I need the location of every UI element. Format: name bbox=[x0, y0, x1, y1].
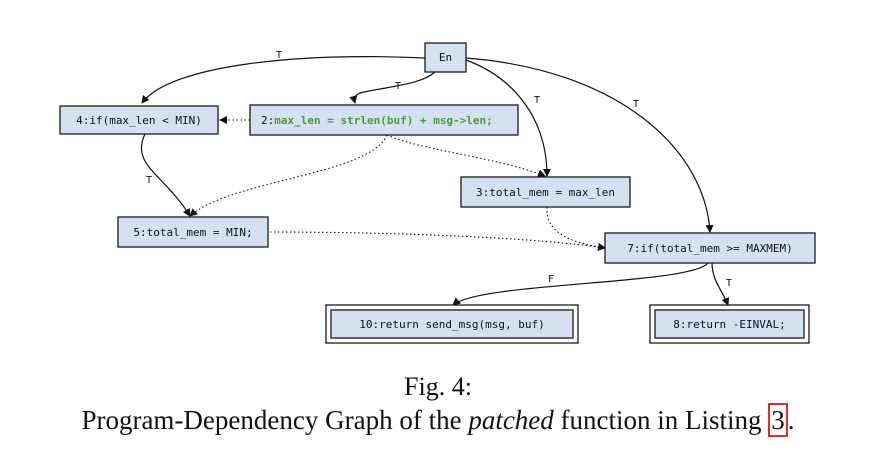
dataedge-3-to-7 bbox=[546, 206, 606, 251]
node-7-label: 7:if(total_mem >= MAXMEM) bbox=[627, 242, 793, 255]
node-2-label: 2:max_len = strlen(buf) + msg->len; bbox=[261, 114, 493, 127]
caption-text-before: Program-Dependency Graph of the bbox=[81, 405, 469, 435]
node-8-label: 8:return -EINVAL; bbox=[673, 318, 786, 331]
node-10: 10:return send_msg(msg, buf) bbox=[325, 304, 579, 344]
caption-text-after: function in Listing bbox=[553, 405, 769, 435]
node-7: 7:if(total_mem >= MAXMEM) bbox=[604, 232, 816, 264]
node-2: 2:max_len = strlen(buf) + msg->len; bbox=[249, 104, 519, 136]
dataedge-2-to-3 bbox=[386, 134, 546, 178]
edge-4-to-5 bbox=[140, 133, 191, 217]
dataedge-2-to-5 bbox=[189, 134, 388, 217]
node-8: 8:return -EINVAL; bbox=[649, 304, 810, 344]
node-10-label: 10:return send_msg(msg, buf) bbox=[359, 318, 544, 331]
node-2-code: max_len = strlen(buf) + msg->len; bbox=[274, 114, 493, 127]
node-5: 5:total_mem = MIN; bbox=[117, 216, 269, 248]
listing-reference-link[interactable]: 3 bbox=[768, 403, 788, 437]
node-entry-label: En bbox=[439, 51, 452, 64]
edge-en-to-7 bbox=[465, 57, 714, 233]
program-dependency-graph: T T T T T F T En 4:if(max_len < MIN) 2:m… bbox=[59, 42, 816, 344]
caption-end: . bbox=[787, 405, 795, 435]
edge-label-en-to-3: T bbox=[534, 95, 540, 106]
node-5-label: 5:total_mem = MIN; bbox=[133, 226, 252, 239]
edge-label-en-to-2: T bbox=[395, 81, 401, 92]
node-4-label: 4:if(max_len < MIN) bbox=[76, 114, 202, 127]
edge-en-to-3 bbox=[465, 59, 551, 177]
node-2-number: 2: bbox=[261, 114, 274, 127]
figure-label: Fig. 4: bbox=[404, 372, 472, 401]
edge-label-7-to-10: F bbox=[548, 274, 554, 285]
edge-label-7-to-8: T bbox=[726, 278, 732, 289]
edge-label-en-to-4: T bbox=[276, 50, 282, 61]
figure-caption: Program-Dependency Graph of the patched … bbox=[0, 403, 876, 437]
node-3: 3:total_mem = max_len bbox=[460, 176, 631, 208]
edge-en-to-2 bbox=[349, 71, 436, 104]
edge-7-to-10 bbox=[452, 262, 709, 306]
edge-en-to-4 bbox=[141, 56, 426, 104]
node-entry: En bbox=[424, 42, 467, 73]
node-3-label: 3:total_mem = max_len bbox=[476, 186, 615, 199]
edge-7-to-8 bbox=[711, 262, 730, 306]
dataedge-5-to-7 bbox=[269, 231, 606, 251]
edge-label-4-to-5: T bbox=[146, 175, 152, 186]
edge-label-en-to-7: T bbox=[633, 99, 639, 110]
caption-emphasis: patched bbox=[468, 405, 554, 435]
node-4: 4:if(max_len < MIN) bbox=[59, 105, 219, 135]
